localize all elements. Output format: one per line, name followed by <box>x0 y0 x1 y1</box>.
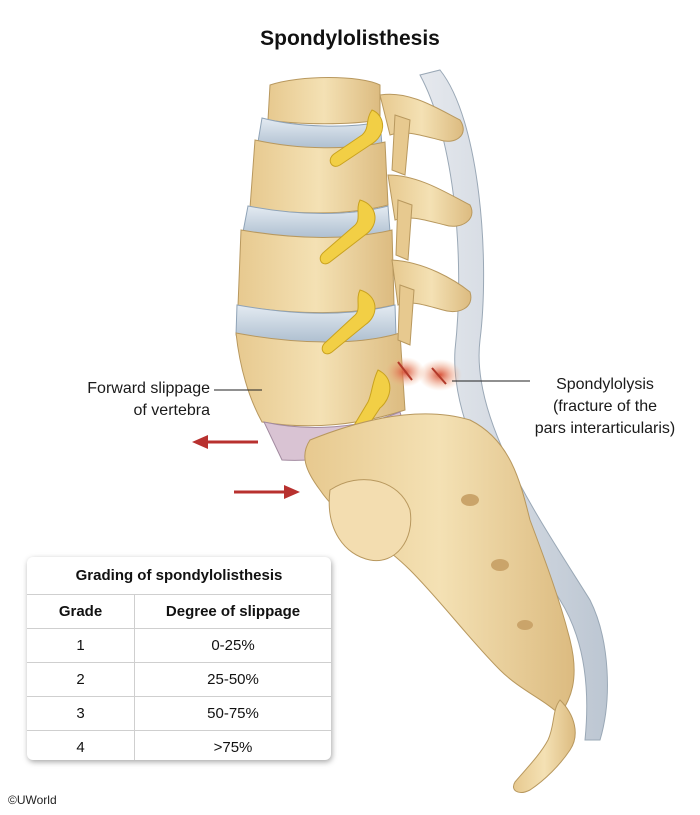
header-grade: Grade <box>27 594 135 629</box>
grading-table: Grading of spondylolisthesis Grade Degre… <box>27 557 331 760</box>
posterior-ligament <box>419 69 608 741</box>
posterior-processes <box>379 93 473 346</box>
grading-table-card: Grading of spondylolisthesis Grade Degre… <box>27 557 331 760</box>
table-row: 4 >75% <box>27 730 331 760</box>
vertebra-2 <box>249 139 389 214</box>
coccyx <box>513 699 576 793</box>
header-degree: Degree of slippage <box>134 594 331 629</box>
arrow-forward-left <box>192 435 258 449</box>
table-row: 2 25-50% <box>27 662 331 697</box>
copyright-text: ©UWorld <box>8 793 57 807</box>
sacral-foramina <box>461 494 533 630</box>
arrow-backward-right <box>234 485 300 499</box>
slippage-arrows <box>192 435 300 499</box>
page-title: Spondylolisthesis <box>260 27 440 50</box>
fracture-site <box>385 357 462 391</box>
nerve-root-1 <box>329 109 384 167</box>
spondylolysis-label: Spondylolysis (fracture of the pars inte… <box>534 376 676 437</box>
vertebra-top <box>267 77 381 125</box>
table-header-row: Grade Degree of slippage <box>27 594 331 629</box>
table-caption: Grading of spondylolisthesis <box>27 557 331 595</box>
nerve-root-3 <box>321 289 376 355</box>
table-row: 3 50-75% <box>27 696 331 731</box>
sacrum <box>304 413 575 716</box>
forward-slippage-label: Forward slippage of vertebra <box>87 380 210 419</box>
table-row: 1 0-25% <box>27 628 331 663</box>
nerve-root-2 <box>319 199 376 265</box>
sacral-wing <box>328 479 412 562</box>
